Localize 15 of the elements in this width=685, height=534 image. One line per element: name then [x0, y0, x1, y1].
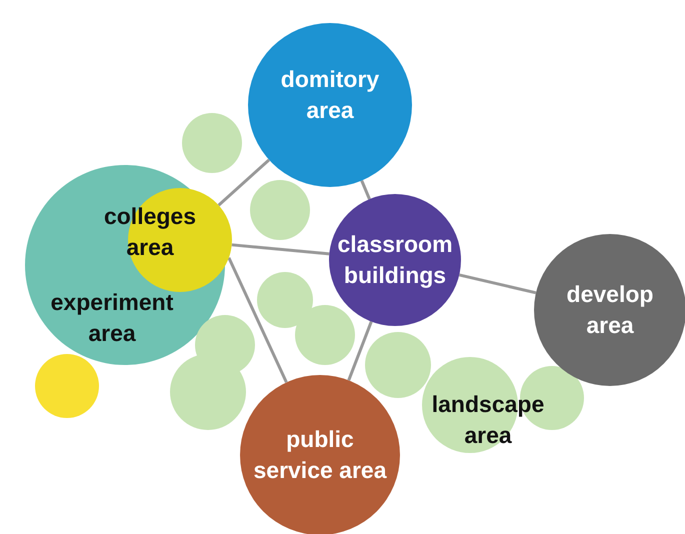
connector-line	[232, 243, 330, 256]
connector-line	[228, 257, 288, 383]
area-label: experiment area	[50, 288, 174, 348]
area-label: domitory area	[280, 65, 380, 125]
bubble-circle	[295, 305, 355, 365]
area-label: develop area	[566, 280, 654, 340]
area-label: classroom buildings	[336, 230, 454, 290]
bubble-circle	[250, 180, 310, 240]
connector-line	[347, 321, 373, 381]
connector-line	[458, 273, 536, 294]
area-label: public service area	[252, 425, 388, 485]
connector-line	[360, 180, 371, 200]
bubble-circle	[365, 332, 431, 398]
area-label: landscape area	[430, 390, 546, 450]
connector-line	[218, 158, 270, 206]
